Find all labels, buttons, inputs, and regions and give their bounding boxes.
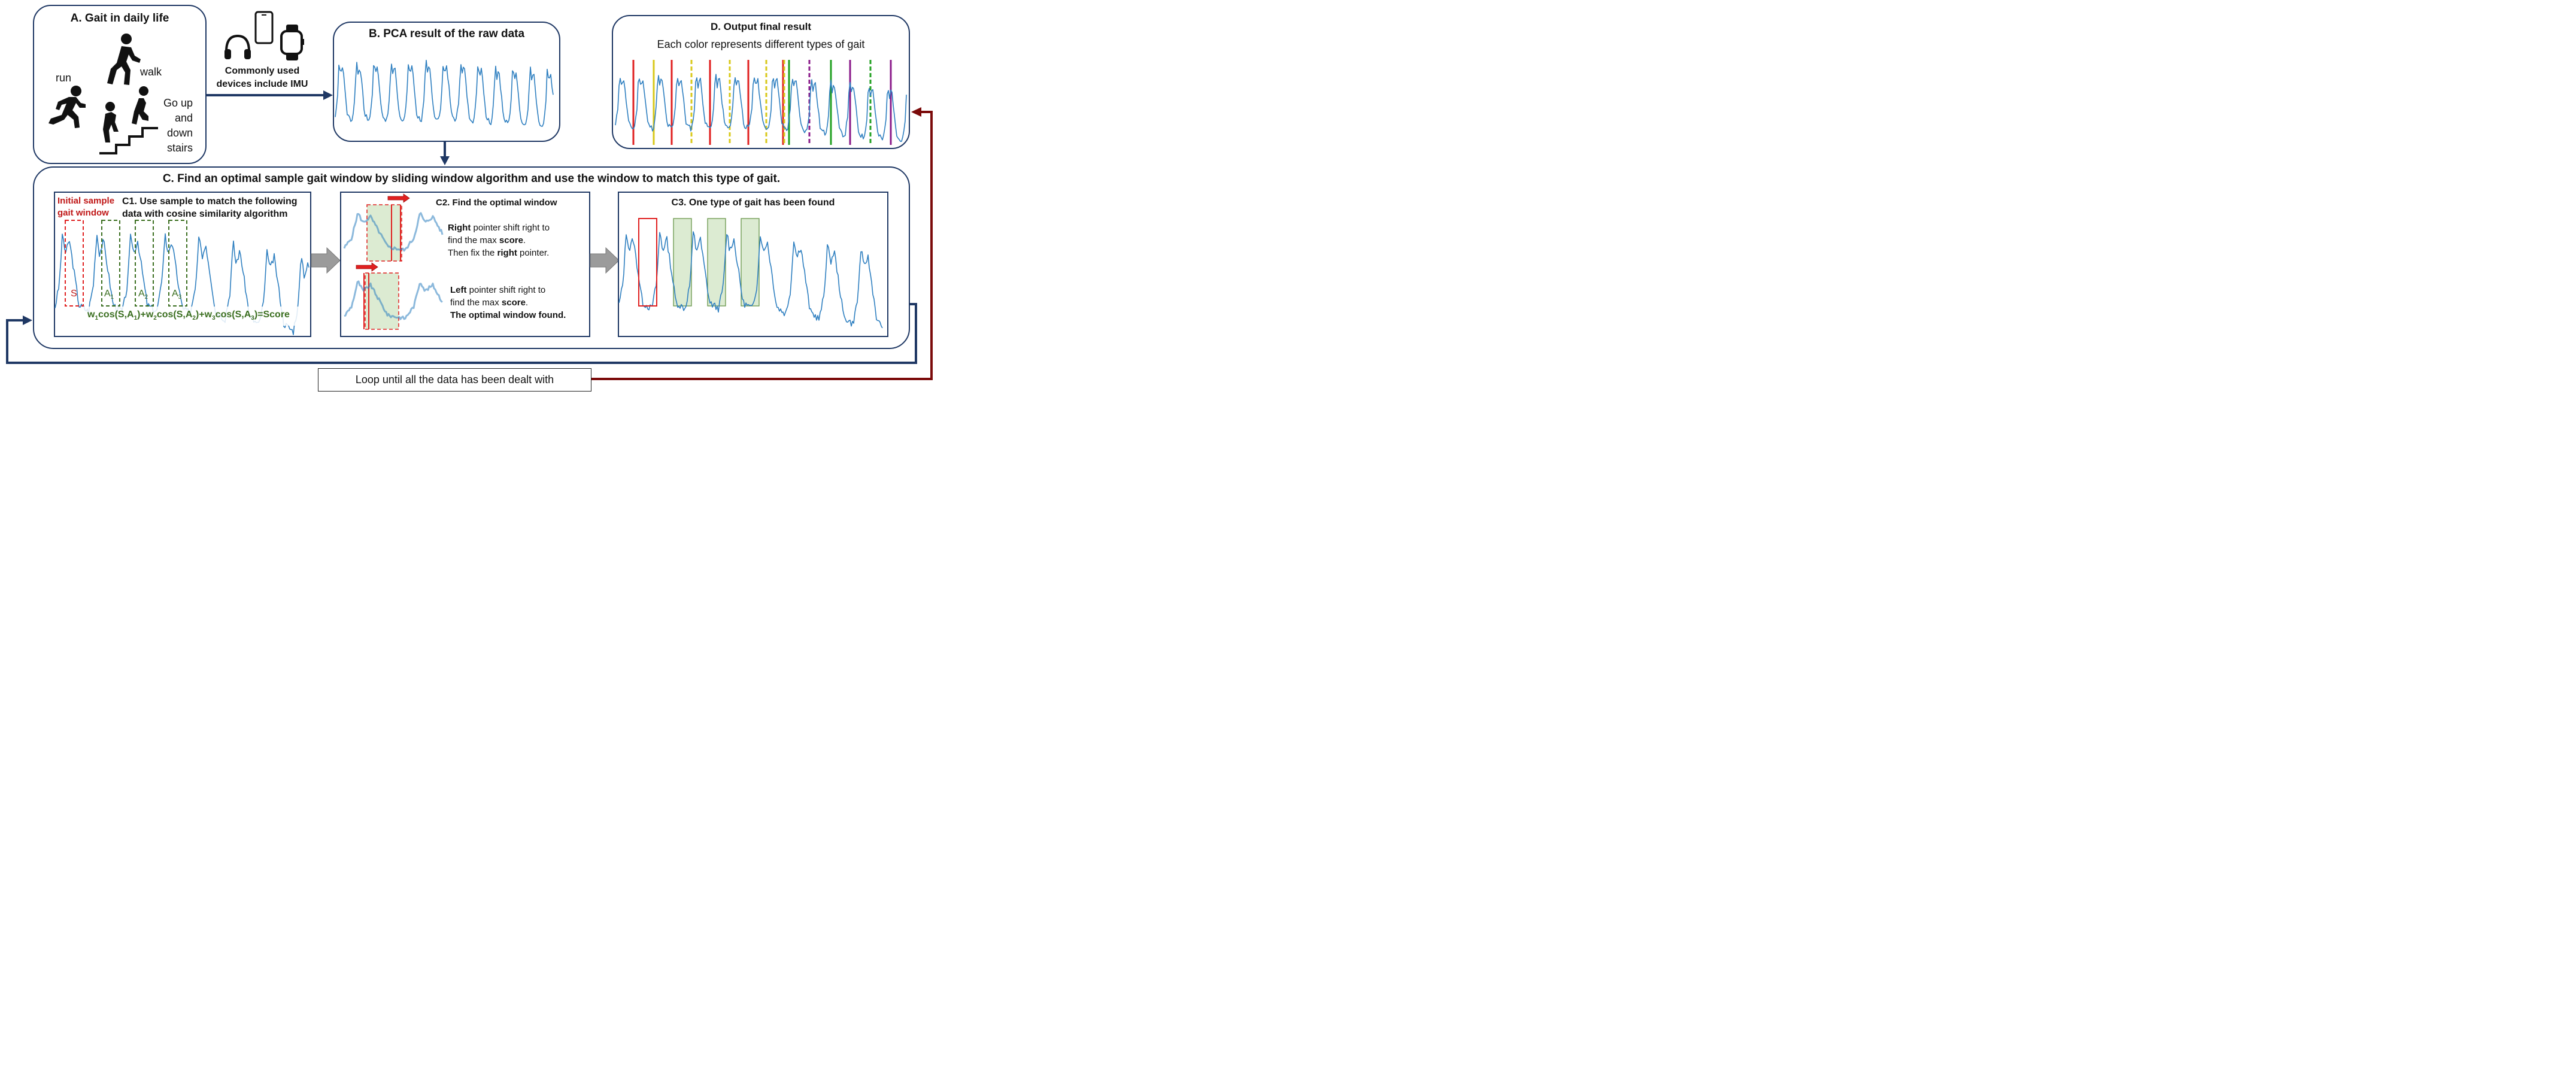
panel-d-subtitle: Each color represents different types of… [657, 38, 865, 50]
arrow-c2-to-c3 [590, 247, 620, 274]
walking-person-icon [107, 34, 141, 85]
arrow-c1-to-c2 [311, 247, 341, 274]
formula-background [81, 307, 303, 326]
arrow-a-to-b [207, 90, 333, 100]
final-signal-line [615, 74, 907, 142]
c1-signal-line [54, 233, 310, 335]
score-formula: w1cos(S,A1)+w2cos(S,A2)+w3cos(S,A3)=Scor… [87, 310, 290, 322]
c2-right-shift-arrow-icon [387, 193, 410, 203]
c2-top-candidate-window [366, 204, 402, 262]
sample-window-label: S [71, 289, 77, 299]
pca-signal-plot [335, 59, 554, 127]
panel-d-output-final: D. Output final result Each color repres… [612, 15, 910, 149]
sample-window-s [65, 220, 84, 307]
c3-signal-plot [618, 218, 883, 329]
optimal-sample-window [638, 218, 657, 307]
window-a1 [101, 220, 120, 307]
window-a3 [168, 220, 187, 307]
smartwatch-icon [280, 25, 304, 60]
window-a1-label: A1 [104, 289, 114, 301]
loop-arrows [6, 107, 933, 380]
devices-caption: Commonly used devices include IMU [216, 66, 308, 89]
final-result-plot [615, 60, 907, 145]
smartphone-icon [254, 11, 274, 44]
c1-title: C1. Use sample to match the following da… [122, 196, 298, 219]
arrow-b-to-c [440, 142, 450, 165]
c2-window-plots [343, 193, 444, 330]
c2-top-signal [343, 212, 444, 252]
stair-climbing-person-icon [99, 86, 158, 154]
label-run: run [56, 72, 72, 84]
panel-b-title: B. PCA result of the raw data [368, 28, 525, 40]
window-a2 [135, 220, 154, 307]
window-a3-label: A3 [172, 289, 182, 301]
c2-right-pointer-text: Right pointer shift right to find the ma… [448, 223, 550, 258]
label-stairs: Go up and down stairs [163, 97, 193, 154]
c2-left-pointer-text: Left pointer shift right to find the max… [450, 285, 566, 320]
running-person-icon [48, 86, 86, 128]
c2-bottom-candidate-window [365, 272, 399, 330]
c2-bottom-signal [344, 280, 443, 320]
panel-a-gait-daily-life: A. Gait in daily life [33, 5, 207, 164]
headphones-icon [224, 34, 251, 59]
loop-box [318, 368, 591, 392]
window-a2-label: A2 [138, 289, 148, 301]
panel-d-title: D. Output final result [710, 21, 812, 32]
c2-left-shift-arrow-icon [356, 262, 378, 272]
loop-box-text: Loop until all the data has been dealt w… [355, 374, 554, 386]
c1-signal-plot [54, 220, 310, 335]
pca-signal-line [335, 59, 554, 127]
c3-title: C3. One type of gait has been found [671, 198, 835, 208]
label-walk: walk [140, 66, 162, 78]
c3-signal-line [618, 231, 883, 329]
panel-b-pca-result: B. PCA result of the raw data [333, 22, 560, 142]
panel-c-title: C. Find an optimal sample gait window by… [162, 172, 781, 185]
panel-a-title: A. Gait in daily life [70, 12, 169, 25]
initial-sample-label: Initial sample gait window [57, 196, 115, 218]
c2-title: C2. Find the optimal window [436, 198, 557, 208]
